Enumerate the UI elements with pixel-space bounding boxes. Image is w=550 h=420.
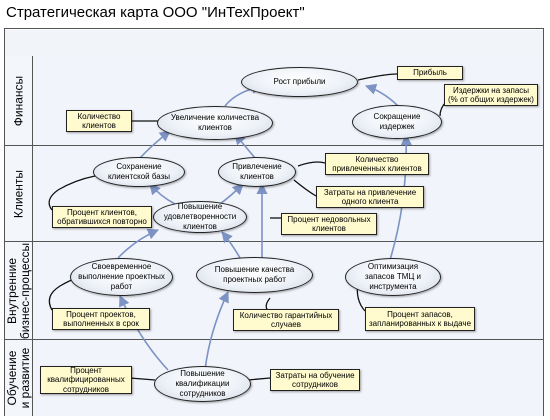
- arrow-satisfaction-to-client-base: [149, 183, 176, 205]
- arrow-cost-reduction-to-profit: [364, 83, 399, 107]
- page-title: Стратегическая карта ООО "ИнТехПроект": [6, 4, 305, 21]
- indicator-training-costs: Затраты на обучение сотрудников: [270, 369, 360, 391]
- indicator-on-time: Процент проектов, выполненных в срок: [52, 308, 150, 330]
- lane-learning-header: Обучение и развитие: [5, 340, 33, 416]
- arrow-qualification-to-quality: [204, 290, 229, 371]
- lane-finance-header: Финансы: [5, 56, 33, 145]
- objective-qualification: Повышение квалификации сотрудников: [154, 366, 251, 402]
- indicator-inventory-costs: Издержки на запасы (% от общих издержек): [444, 84, 538, 106]
- indicator-profit: Прибыль: [397, 66, 463, 80]
- indicator-attracted-count: Количество привлеченных клиентов: [325, 153, 429, 175]
- objective-client-base: Сохранение клиентской базы: [93, 157, 185, 187]
- objective-satisfaction: Повышение удовлетворенности клиентов: [153, 201, 247, 233]
- objective-profit-growth: Рост прибыли: [241, 67, 358, 97]
- lane-clients-header: Клиенты: [5, 146, 33, 241]
- indicator-qualified-staff: Процент квалифицированных сотрудников: [40, 366, 132, 394]
- objective-inventory: Оптимизация запасов ТМЦ и инструмента: [345, 258, 441, 296]
- arrow-client-base-to-client-increase: [139, 130, 171, 159]
- indicator-repeat-clients: Процент клиентов, обратившихся повторно: [52, 206, 152, 228]
- indicator-dissatisfied: Процент недовольных клиентов: [281, 213, 377, 235]
- link-attracted-count: [297, 161, 326, 167]
- objective-client-increase: Увеличение количества клиентов: [157, 106, 273, 140]
- objective-timely-projects: Своевременное выполнение проектных работ: [70, 258, 173, 296]
- header-band: [5, 30, 543, 57]
- arrow-satisfaction-to-attraction: [219, 183, 244, 205]
- lane-processes-header: Внутренние бизнес-процессы: [5, 242, 33, 339]
- indicator-attraction-costs: Затраты на привлечение одного клиента: [316, 186, 424, 208]
- objective-client-attraction: Привлечение клиентов: [218, 157, 296, 187]
- indicator-reserves: Процент запасов, запланированных к выдач…: [365, 307, 475, 331]
- objective-work-quality: Повышение качества проектных работ: [196, 257, 313, 293]
- link-repeat-clients: [48, 175, 96, 211]
- link-qualified-staff: [129, 377, 156, 381]
- indicator-client-count: Количество клиентов: [66, 110, 132, 132]
- link-profit: [357, 73, 398, 81]
- link-attraction-costs: [293, 179, 317, 197]
- objective-cost-reduction: Сокращение издержек: [352, 105, 442, 139]
- arrow-quality-to-satisfaction: [221, 231, 241, 259]
- indicator-warranty: Количество гарантийных случаев: [233, 309, 339, 331]
- arrow-timely-to-satisfaction: [117, 228, 160, 259]
- arrow-qualification-to-timely: [119, 294, 169, 371]
- link-training-costs: [247, 377, 271, 381]
